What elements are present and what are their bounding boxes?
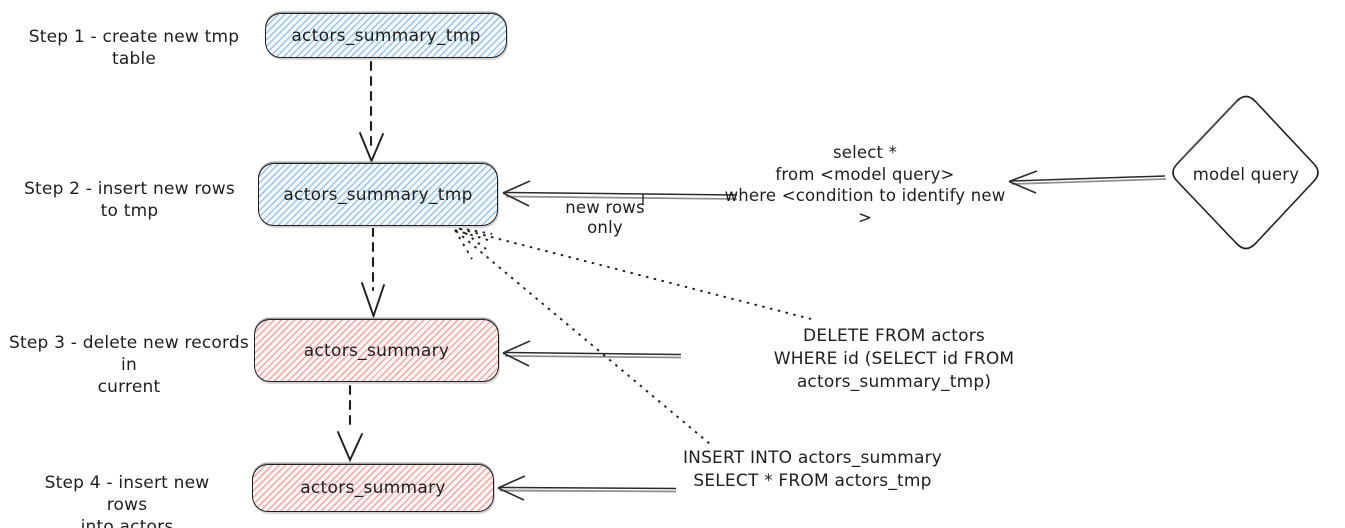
dotted-link-insert-query — [454, 229, 711, 445]
model-query-label: model query — [1192, 165, 1300, 184]
node-actors-summary-step3: actors_summary — [254, 319, 499, 382]
arrow-model-query-to-select — [1008, 170, 1167, 194]
node-tmp-table-step2: actors_summary_tmp — [258, 163, 498, 226]
node-tmp-table-step1: actors_summary_tmp — [265, 13, 507, 58]
select-query-text: select * from <model query> where <condi… — [724, 143, 1006, 227]
step1-label: Step 1 - create new tmp table — [28, 27, 240, 69]
flow-arrow-step3-to-step4 — [337, 384, 363, 463]
new-rows-only-label: new rows only — [565, 198, 645, 237]
model-query-diamond — [1172, 95, 1319, 250]
delete-query-text: DELETE FROM actors WHERE id (SELECT id F… — [773, 326, 1015, 392]
insert-query-text: INSERT INTO actors_summary SELECT * FROM… — [682, 448, 943, 491]
arrow-new-rows-into-tmp — [502, 180, 738, 207]
dotted-link-delete-query — [458, 227, 816, 321]
node-actors-summary-step4: actors_summary — [252, 464, 494, 512]
arrow-delete-into-current — [502, 340, 682, 367]
flow-arrow-step2-to-step3 — [361, 226, 385, 319]
step2-label: Step 2 - insert new rows to tmp — [24, 179, 235, 221]
step4-label: Step 4 - insert new rows into actors — [44, 473, 210, 528]
flow-arrow-step1-to-step2 — [359, 60, 384, 164]
arrow-insert-into-actors — [497, 475, 677, 501]
step3-label: Step 3 - delete new records in current — [9, 333, 249, 397]
